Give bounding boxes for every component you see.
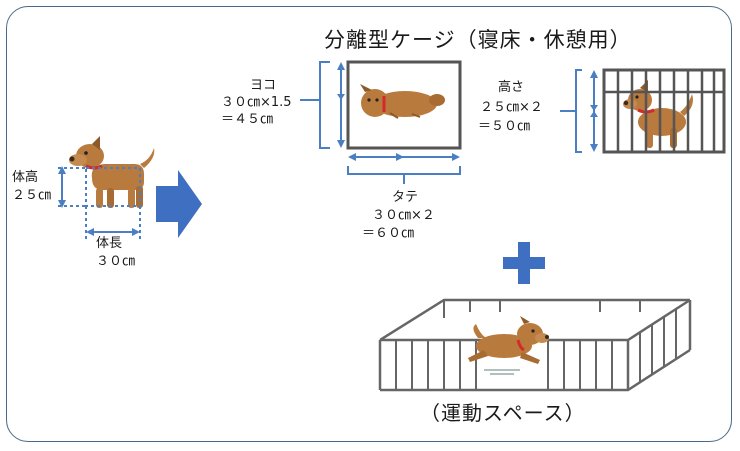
bed-front-dimension	[347, 153, 461, 184]
diagram-frame	[6, 6, 732, 442]
cage-title: 分離型ケージ（寝床・休憩用）	[324, 28, 632, 52]
bed-side-result: ＝４５㎝	[221, 112, 274, 127]
cage-height-label: 高さ	[498, 80, 525, 95]
cage-height-dimension	[560, 69, 598, 153]
plus-icon	[503, 242, 545, 284]
dog-length-label: 体長	[96, 236, 123, 251]
length-dimension	[85, 206, 141, 240]
bed-side-dimension	[300, 61, 345, 149]
cage-height-formula: ２５㎝×２	[480, 100, 543, 115]
exercise-pen	[378, 298, 692, 392]
bed-front-result: ＝６０㎝	[362, 226, 415, 241]
standing-dog	[67, 134, 156, 210]
bed-front-label: タテ	[392, 190, 419, 205]
cage-height-result: ＝５０㎝	[478, 119, 531, 134]
bed-front-formula: ３０㎝×２	[372, 208, 435, 223]
bed-box	[346, 60, 462, 150]
right-arrow-icon	[156, 170, 202, 238]
height-dimension	[58, 166, 141, 208]
bed-side-label: ヨコ	[250, 78, 277, 93]
caged-dog	[623, 80, 693, 148]
running-dog	[468, 316, 549, 375]
dog-height-label: 体高	[12, 170, 39, 185]
dog-length-value: ３０㎝	[96, 254, 136, 269]
bed-side-formula: ３０㎝×1.5	[221, 95, 292, 110]
exercise-space-label: （運動スペース）	[420, 401, 586, 425]
dog-height-value: ２５㎝	[12, 188, 52, 203]
rest-cage	[602, 68, 726, 154]
sleeping-dog	[360, 84, 445, 119]
